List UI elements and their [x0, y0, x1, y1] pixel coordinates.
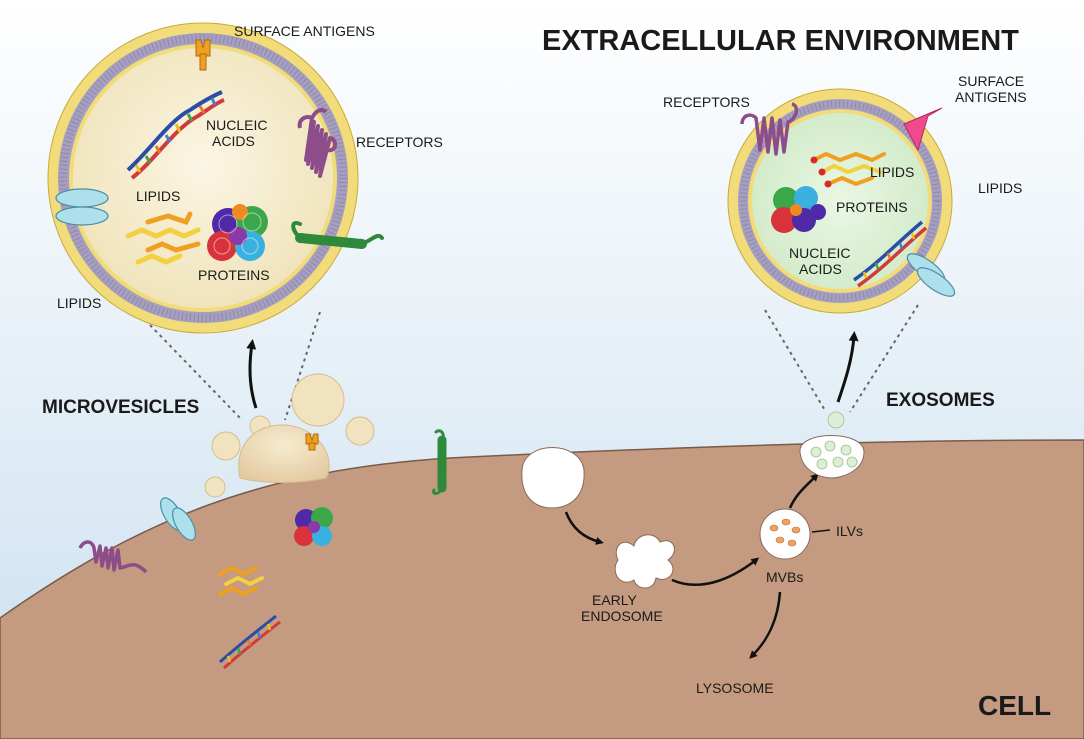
cell-receptor-icon [78, 540, 148, 574]
microvesicles-heading: MICROVESICLES [42, 397, 199, 418]
mv-surface-antigen-icon [195, 39, 211, 71]
mv-zoom-line-right [284, 311, 321, 421]
exosomes-heading: EXOSOMES [886, 390, 995, 411]
mvbs-label: MVBs [766, 569, 803, 585]
mv-receptor-icon [297, 108, 337, 178]
budding-antigen-icon [305, 433, 319, 451]
exosomes-inside [810, 440, 858, 470]
exo-nucleic-acids-label-2: ACIDS [799, 261, 842, 277]
cell-body [0, 439, 1084, 739]
mv-green-coil-icon [291, 221, 384, 249]
lysosome-label: LYSOSOME [696, 680, 774, 696]
mv-channel-icon [55, 188, 109, 226]
exo-lipids-outer-label: LIPIDS [978, 180, 1022, 196]
mv-proteins-label: PROTEINS [198, 267, 270, 283]
cell-green-coil-icon [432, 429, 447, 495]
mv-zoom-line-left [149, 324, 243, 421]
ilvs-label: ILVs [836, 523, 863, 539]
mv-nucleic-acids-label-1: NUCLEIC [206, 117, 267, 133]
early-endosome [614, 534, 675, 589]
exo-surface-antigens-label-1: SURFACE [958, 73, 1024, 89]
mv-proteins-icon [207, 204, 268, 261]
mv-release-arrow [246, 339, 258, 409]
exo-dna-icon [853, 220, 928, 288]
mv-surface-antigens-label: SURFACE ANTIGENS [234, 23, 375, 39]
microvesicle-zoom [47, 22, 359, 334]
mvb-ilvs [769, 518, 801, 547]
exo-lipids-icon [810, 151, 886, 188]
exo-channel-icon [906, 253, 956, 297]
early-endosome-label-2: ENDOSOME [581, 608, 663, 624]
arrow-to-surface [788, 473, 819, 509]
exo-zoom-line-right [849, 304, 919, 413]
exo-pink-antigen-icon [903, 107, 943, 152]
page-title: EXTRACELLULAR ENVIRONMENT [542, 25, 1019, 57]
exo-surface-antigens-label-2: ANTIGENS [955, 89, 1027, 105]
cell-label: CELL [978, 690, 1051, 721]
exo-receptors-label: RECEPTORS [663, 94, 750, 110]
mv-dna-icon [126, 90, 225, 180]
released-exosome [827, 411, 845, 429]
cell-dna-icon [218, 614, 281, 670]
arrow-to-lysosome [749, 591, 782, 659]
mvb [759, 508, 811, 560]
cell-lipids-icon [218, 565, 264, 597]
arrow-to-endosome [564, 511, 604, 545]
early-endosome-label-1: EARLY [592, 592, 638, 608]
arrow-to-mvb [671, 557, 760, 587]
exo-proteins-icon [771, 186, 826, 233]
cell-proteins-icon [294, 507, 333, 546]
mv-lipids-icon [125, 211, 201, 265]
exo-nucleic-acids-label-1: NUCLEIC [789, 245, 850, 261]
released-microvesicles [204, 373, 375, 498]
exo-release-arrow [836, 331, 859, 403]
ilvs-pointer [811, 529, 831, 533]
cell-channel-icon [160, 497, 196, 541]
exo-receptor-icon [740, 102, 799, 156]
mv-lipids-inner-label: LIPIDS [136, 188, 180, 204]
exo-zoom-line-left [764, 309, 827, 413]
exo-proteins-label: PROTEINS [836, 199, 908, 215]
mv-lipids-outer-label: LIPIDS [57, 295, 101, 311]
exo-lipids-inner-label: LIPIDS [870, 164, 914, 180]
mv-receptors-label: RECEPTORS [356, 134, 443, 150]
endocytic-pit [521, 447, 585, 509]
mv-nucleic-acids-label-2: ACIDS [212, 133, 255, 149]
